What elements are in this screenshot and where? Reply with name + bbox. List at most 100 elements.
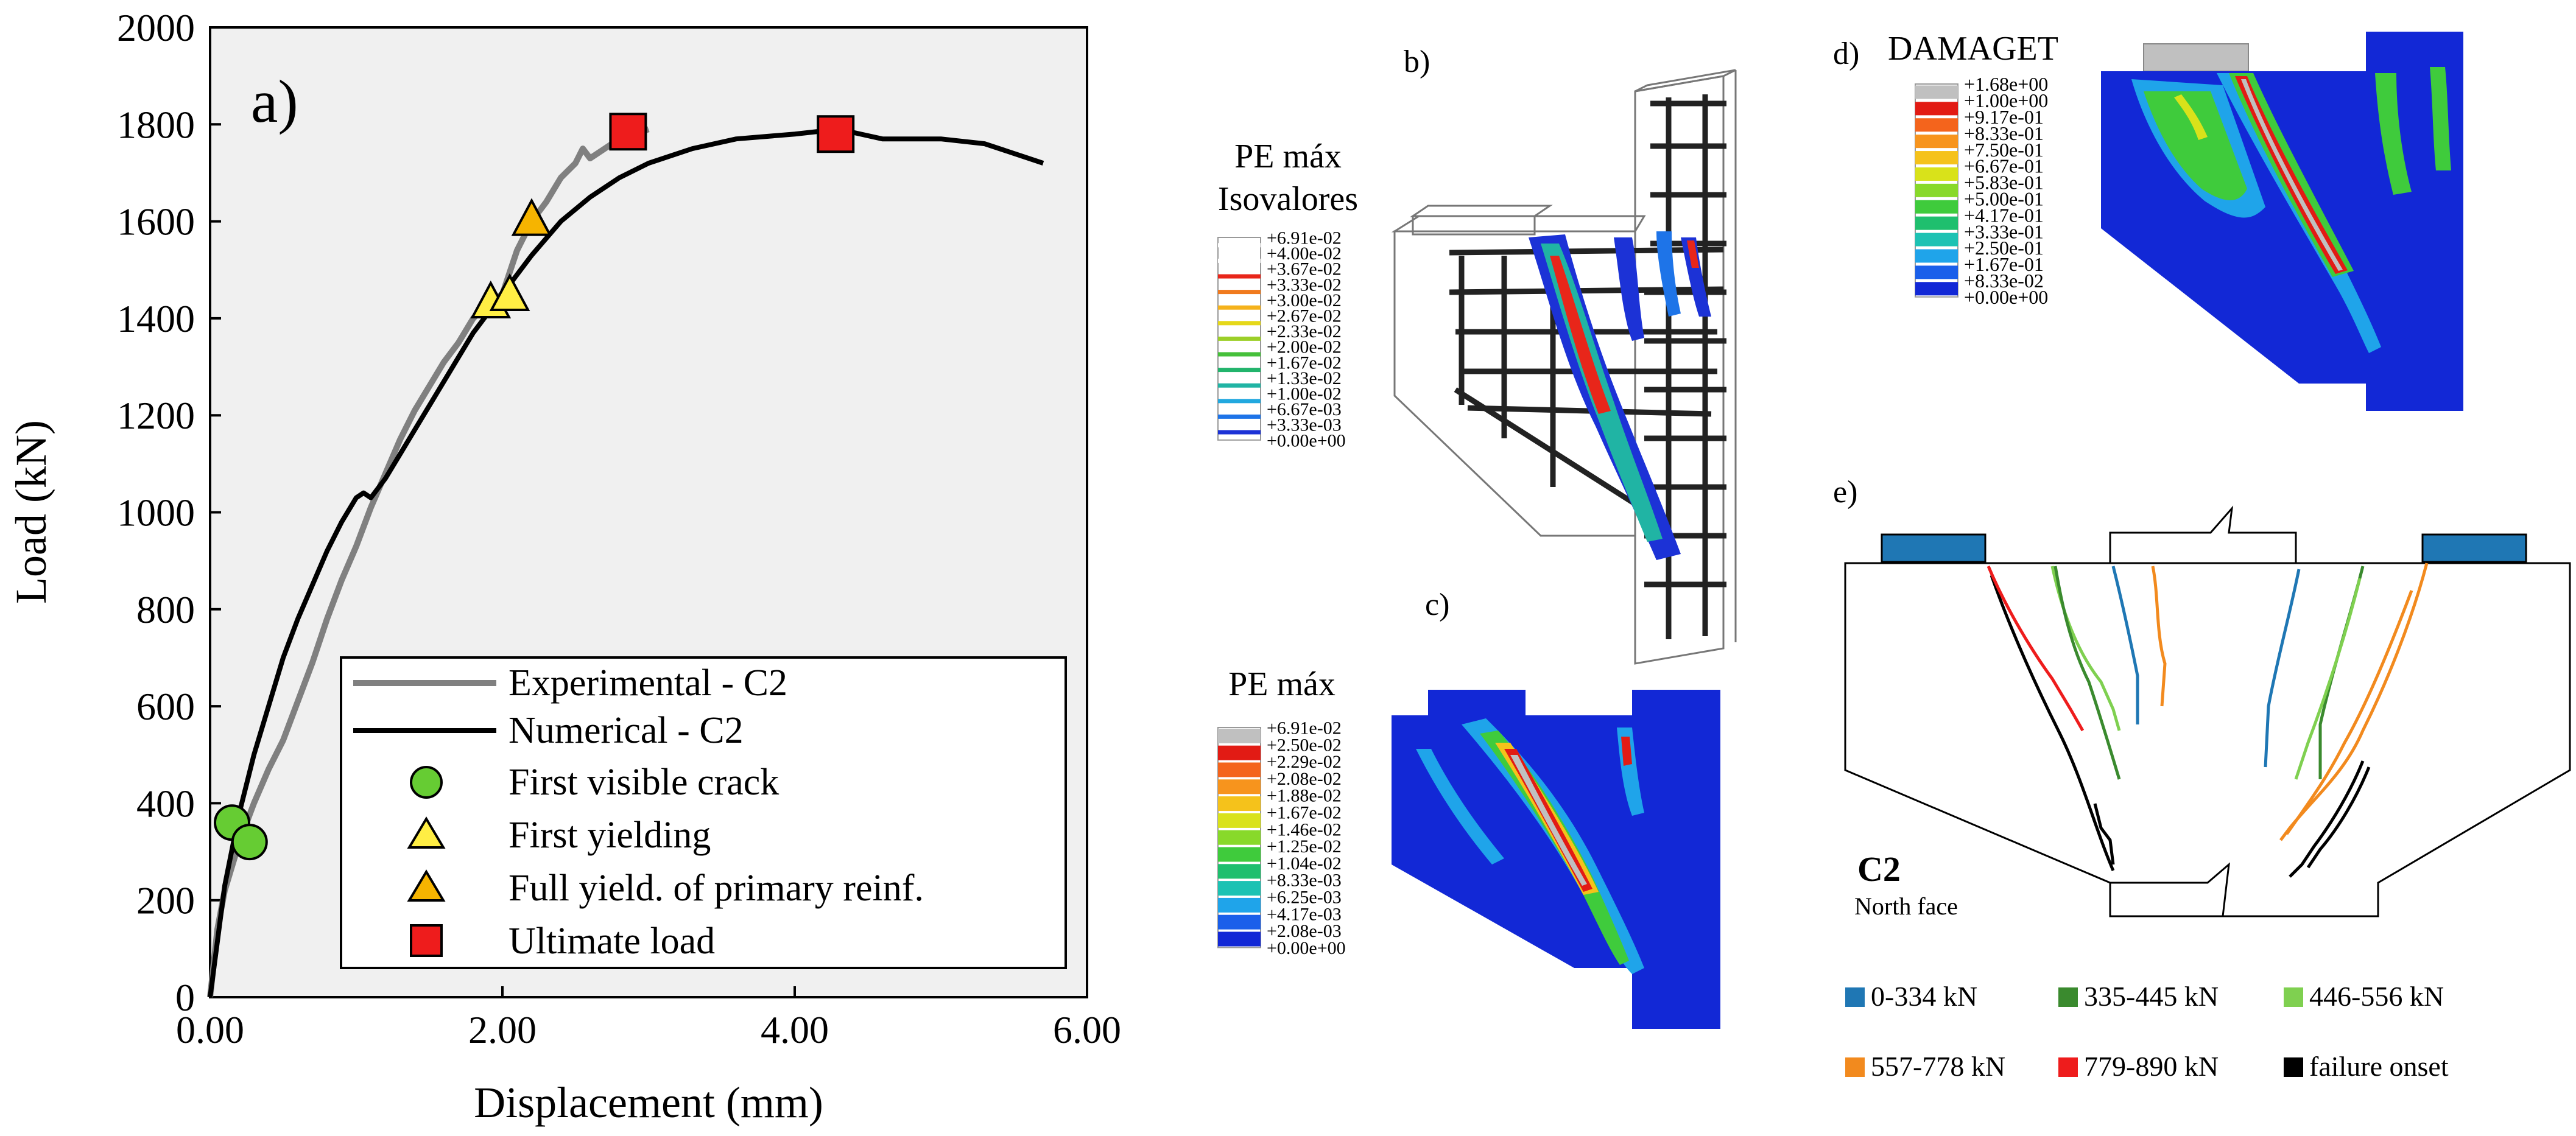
- legend-value-label: +2.08e-02: [1267, 769, 1342, 789]
- legend-color-swatch: [1218, 336, 1261, 341]
- legend-value-label: +9.17e-01: [1964, 106, 2044, 128]
- legend-value-label: +1.67e-02: [1267, 352, 1342, 373]
- legend-color-swatch: [1218, 414, 1261, 419]
- y-tick-label: 800: [136, 588, 195, 631]
- legend-value-label: +6.91e-02: [1267, 718, 1342, 738]
- legend-color-swatch: [1218, 383, 1261, 388]
- legend-value-label: +2.50e-01: [1964, 237, 2044, 259]
- legend-value-label: +2.33e-02: [1267, 321, 1342, 342]
- legend-crack-label: First visible crack: [509, 762, 779, 803]
- legend-value-label: +0.00e+00: [1267, 430, 1346, 451]
- crack-legend-label-2: 335-445 kN: [2084, 981, 2219, 1012]
- crack-lines: [1987, 563, 2429, 878]
- legend-value-label: +4.17e-01: [1964, 204, 2044, 226]
- legend-color-swatch: [1218, 847, 1261, 862]
- legend-color-swatch: [1218, 779, 1261, 794]
- crack-legend: 0-334 kN 335-445 kN 446-556 kN 557-778 k…: [1845, 981, 2449, 1082]
- legend-color-swatch: [1915, 118, 1958, 132]
- panel-d: d) DAMAGET +1.68e+00+1.00e+00+9.17e-01+8…: [1833, 30, 2463, 411]
- legend-value-label: +1.04e-02: [1267, 854, 1342, 874]
- legend-value-label: +2.50e-02: [1267, 735, 1342, 755]
- legend-value-label: +4.17e-03: [1267, 904, 1342, 924]
- legend-color-swatch: [1915, 85, 1958, 99]
- crack-legend-swatch-4: [1845, 1057, 1865, 1077]
- legend-value-label: +8.33e-01: [1964, 122, 2044, 144]
- legend-value-label: +2.08e-03: [1267, 921, 1342, 941]
- panel-e: e) C2 North face 0-334 kN: [1833, 475, 2571, 1082]
- y-tick-label: 2000: [117, 6, 195, 49]
- legend-color-swatch: [1218, 813, 1261, 828]
- y-tick-label: 1600: [117, 200, 195, 244]
- panel-d-contour-plot: [2101, 32, 2463, 411]
- legend-value-label: +0.00e+00: [1267, 938, 1346, 958]
- crack-legend-label-3: 446-556 kN: [2309, 981, 2444, 1012]
- legend-color-swatch: [1915, 200, 1958, 214]
- crack-legend-swatch-1: [1845, 987, 1865, 1007]
- legend-box: [340, 656, 1067, 969]
- marker-layer: [214, 113, 855, 861]
- legend-ultimate-label: Ultimate load: [509, 920, 715, 962]
- y-tick-label: 1800: [117, 103, 195, 146]
- crack-legend-label-4: 557-778 kN: [1871, 1051, 2005, 1082]
- legend-color-swatch: [1218, 931, 1261, 947]
- crack-legend-swatch-6: [2284, 1057, 2303, 1077]
- legend-value-label: +6.91e-02: [1267, 228, 1342, 248]
- legend-value-label: +7.50e-01: [1964, 139, 2044, 161]
- panel-d-legend-title: DAMAGET: [1888, 30, 2058, 68]
- panel-c-label: c): [1425, 587, 1449, 622]
- legend-color-swatch: [1915, 249, 1958, 263]
- legend-crack-marker: [410, 766, 443, 799]
- legend-yield-marker: [407, 816, 446, 849]
- legend-color-swatch: [1915, 167, 1958, 181]
- y-tick-label: 1400: [117, 297, 195, 340]
- legend-experimental-label: Experimental - C2: [509, 662, 787, 704]
- yield-marker: [489, 273, 530, 312]
- panel-b-label: b): [1404, 44, 1430, 79]
- legend-value-label: +1.88e-02: [1267, 786, 1342, 806]
- ultimate-load-marker: [817, 115, 855, 153]
- crack-legend-label-6: failure onset: [2309, 1051, 2449, 1082]
- face-label: North face: [1854, 892, 1958, 920]
- legend-value-label: +2.00e-02: [1267, 337, 1342, 357]
- panel-c-legend-title: PE máx: [1228, 665, 1336, 703]
- panel-b-3d-model: [1391, 69, 1737, 665]
- panel-c: c) PE máx +6.91e-02+2.50e-02+2.29e-02+2.…: [1217, 587, 1720, 1029]
- legend-value-label: +1.33e-02: [1267, 368, 1342, 388]
- y-axis-label: Load (kN): [7, 420, 55, 604]
- x-tick-label: 6.00: [1053, 1008, 1121, 1051]
- crack-legend-swatch-2: [2058, 987, 2078, 1007]
- legend-value-label: +1.67e-02: [1267, 803, 1342, 823]
- right-bearing-plate: [2421, 533, 2527, 563]
- panel-b-legend-title-1: PE máx: [1234, 138, 1342, 175]
- legend-color-swatch: [1915, 102, 1958, 116]
- legend-value-label: +2.29e-02: [1267, 752, 1342, 772]
- left-bearing-plate: [1881, 533, 1987, 563]
- legend-value-label: +5.00e-01: [1964, 188, 2044, 210]
- legend-value-label: +6.67e-03: [1267, 399, 1342, 419]
- legend-color-swatch: [1218, 897, 1261, 913]
- specimen-label: C2: [1857, 849, 1901, 889]
- legend-value-label: +6.67e-01: [1964, 155, 2044, 177]
- legend-color-swatch: [1218, 258, 1261, 263]
- y-tick-label: 200: [136, 879, 195, 922]
- panel-a-label: a): [251, 68, 298, 135]
- legend-color-swatch: [1218, 745, 1261, 760]
- panel-b-legend-title-2: Isovalores: [1218, 180, 1358, 218]
- legend-value-label: +2.67e-02: [1267, 306, 1342, 326]
- legend-color-swatch: [1218, 881, 1261, 896]
- legend-yield-label: First yielding: [509, 815, 711, 856]
- legend-value-label: +3.33e-01: [1964, 220, 2044, 242]
- legend-value-label: +1.00e+00: [1964, 89, 2048, 111]
- legend-color-swatch: [1915, 282, 1958, 296]
- legend-ultimate-marker: [410, 924, 443, 957]
- legend-value-label: +3.00e-02: [1267, 290, 1342, 310]
- yield-marker: [511, 198, 552, 236]
- crack-legend-label-1: 0-334 kN: [1871, 981, 1977, 1012]
- legend-color-swatch: [1915, 183, 1958, 197]
- panel-e-outline: [1844, 505, 2571, 917]
- legend-value-label: +8.33e-03: [1267, 871, 1342, 891]
- legend-value-label: +6.25e-03: [1267, 888, 1342, 908]
